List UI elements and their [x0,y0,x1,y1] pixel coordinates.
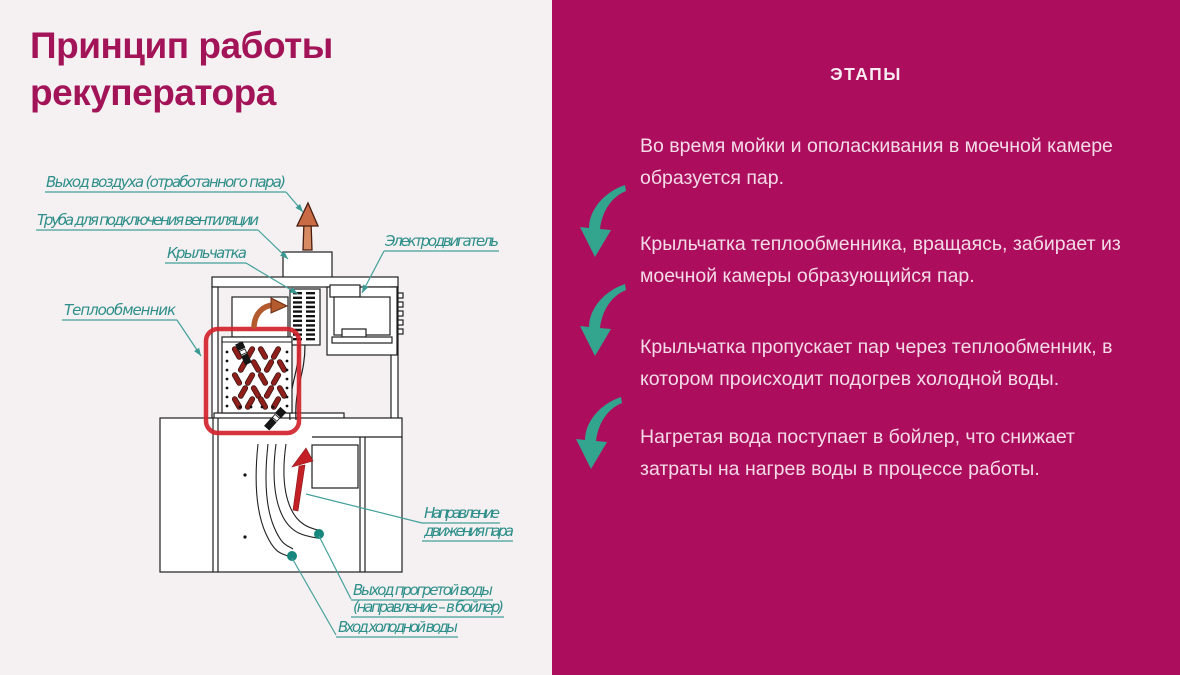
nozzle-top [235,341,252,366]
label-warm-water-2: (направление – в бойлер) [353,598,504,616]
label-heat-exchanger: Теплообменник [64,301,176,319]
label-warm-water-1: Выход прогретой воды [353,581,493,599]
step-down-arrow-icon [580,284,626,356]
label-vent-pipe: Труба для подключения вентиляции [37,211,259,229]
vent-duct [282,251,333,279]
water-hoses [255,443,319,558]
step-text-1: Во время мойки и ополаскивания в моечной… [640,135,1113,189]
step-text-2: Крыльчатка теплообменника, вращаясь, заб… [640,233,1121,287]
nozzle-bottom [264,406,287,431]
label-cold-water: Вход холодной воды [338,618,458,636]
step-down-arrow-icon [580,185,626,257]
steam-rise-arrow [291,447,314,512]
recuperator-diagram: Выход воздуха (отработанного пара) Труба… [36,173,514,638]
label-steam-direction-1: Направление [424,504,500,522]
label-impeller: Крыльчатка [167,244,247,262]
panel-rivet [243,473,247,477]
electric-motor [326,284,398,356]
step-text-3: Крыльчатка пропускает пар через теплообм… [640,336,1113,390]
machine-outline [159,251,404,573]
stages-heading: ЭТАПЫ [830,64,902,84]
page-title: Принцип работы рекуператора [30,25,333,114]
callout-leaders [36,191,513,638]
chamber-flow-arrow [251,297,289,329]
cold-water-point [287,551,297,561]
heat-exchanger-rivets [225,350,289,409]
panel-rivet [243,535,247,539]
stages-panel: ЭТАПЫ Во время мойки и ополаскивания в м… [552,0,1180,675]
leader-arrowheads [194,204,369,356]
step-text-4: Нагретая вода поступает в бойлер, что сн… [640,426,1075,480]
step-down-arrow-icon [576,397,622,469]
label-motor: Электродвигатель [384,232,499,250]
label-air-out: Выход воздуха (отработанного пара) [46,173,286,191]
impeller-blades [293,292,315,341]
heat-exchanger-highlight [203,326,302,436]
steam-exit-arrow [295,201,319,251]
warm-water-point [314,529,324,539]
lower-cabinet [159,417,403,573]
heat-exchanger [221,336,293,414]
label-steam-direction-2: движения пара [423,522,514,540]
